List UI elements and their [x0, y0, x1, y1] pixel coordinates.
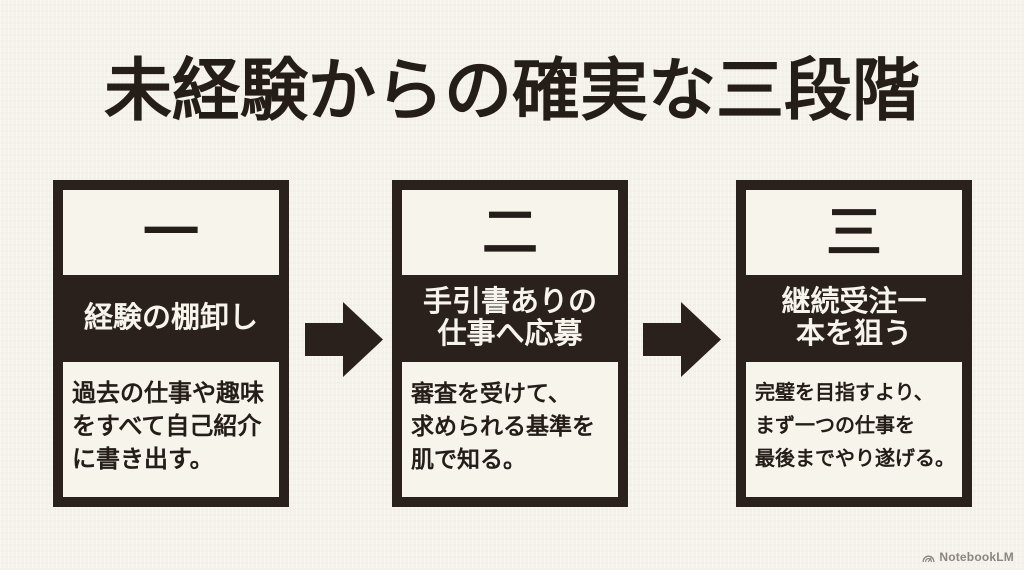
step-card-2: 二 手引書ありの 仕事へ応募 審査を受けて、 求められる基準を 肌で知る。 [392, 180, 628, 507]
step-2-description: 審査を受けて、 求められる基準を 肌で知る。 [402, 362, 618, 497]
step-1-title-line-1: 経験の棚卸し [83, 301, 258, 334]
step-3-description: 完璧を目指すより、 まず一つの仕事を 最後までやり遂げる。 [746, 362, 962, 497]
step-1-description-line-1: 過去の仕事や趣味 [72, 380, 264, 407]
step-card-1: 一 経験の棚卸し 過去の仕事や趣味 をすべて自己紹介 に書き出す。 [53, 180, 289, 507]
step-2-description-line-3: 肌で知る。 [411, 446, 526, 473]
step-3-description-line-1: 完璧を目指すより、 [755, 382, 934, 404]
step-1-number-box: 一 [63, 190, 279, 275]
step-1-number: 一 [143, 200, 199, 264]
step-1-description-line-2: をすべて自己紹介 [72, 413, 262, 441]
step-2-number: 二 [482, 200, 538, 264]
step-3-description-line-3: 最後までやり遂げる。 [755, 448, 955, 470]
step-1-description: 過去の仕事や趣味 をすべて自己紹介 に書き出す。 [63, 362, 279, 497]
step-3-number: 三 [826, 200, 882, 264]
step-2-title: 手引書ありの 仕事へ応募 [394, 275, 626, 362]
step-1-description-line-3: に書き出す。 [72, 446, 214, 474]
step-2-number-box: 二 [402, 190, 618, 275]
step-3-title-line-1: 継続受注一 [781, 285, 927, 318]
brand-label: NotebookLM [939, 550, 1014, 564]
step-2-description-line-1: 審査を受けて、 [411, 380, 571, 406]
step-1-title: 経験の棚卸し [55, 275, 287, 362]
step-card-3: 三 継続受注一 本を狙う 完璧を目指すより、 まず一つの仕事を 最後までやり遂げ… [736, 180, 972, 507]
arrow-right-icon [643, 302, 721, 377]
step-3-title-line-2: 本を狙う [795, 317, 912, 350]
step-2-title-line-1: 手引書ありの [422, 285, 597, 318]
step-2-title-line-2: 仕事へ応募 [437, 317, 583, 350]
step-3-description-line-2: まず一つの仕事を [755, 415, 915, 437]
arrow-right-icon [305, 302, 383, 377]
page-title: 未経験からの確実な三段階 [103, 53, 920, 129]
step-3-number-box: 三 [746, 190, 962, 275]
brand-footer: NotebookLM [922, 550, 1014, 564]
step-2-description-line-2: 求められる基準を [411, 413, 595, 440]
notebooklm-logo-icon [922, 552, 935, 563]
step-3-title: 継続受注一 本を狙う [738, 275, 970, 362]
